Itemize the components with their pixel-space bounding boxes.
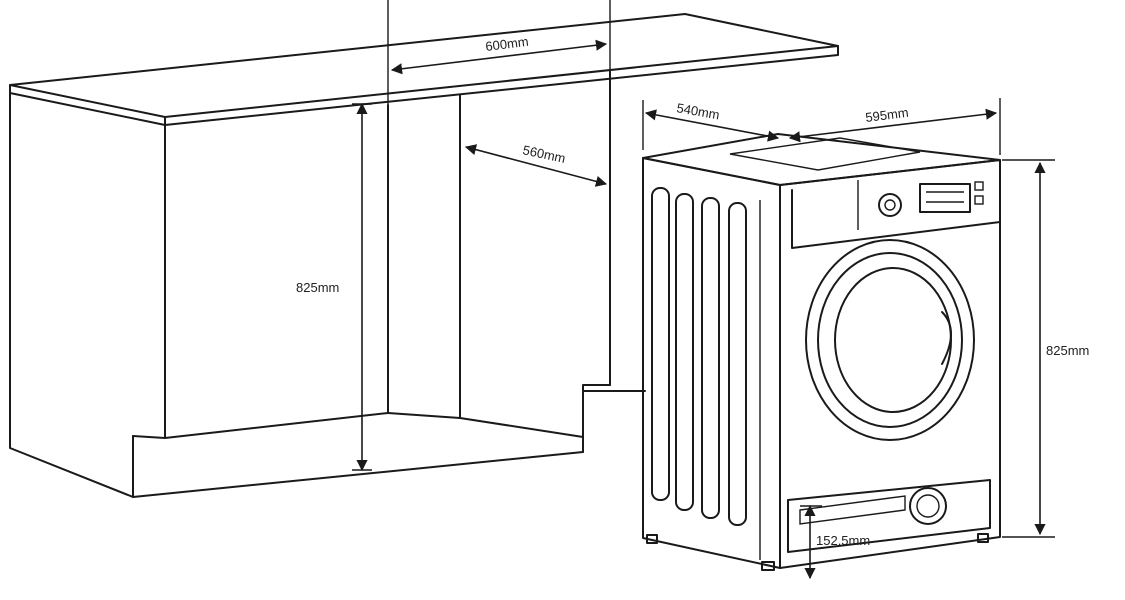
dim-label-cabinet-depth: 560mm (521, 142, 567, 166)
program-knob-icon (878, 193, 902, 217)
dim-line-machine-depth (644, 109, 780, 142)
door-outer-ring (805, 239, 975, 441)
display-panel (919, 183, 971, 213)
cavity-back (387, 94, 461, 419)
drain-pump-icon (909, 487, 947, 525)
dim-label-machine-height: 825mm (1046, 343, 1089, 358)
dim-label-cabinet-width: 600mm (485, 34, 530, 54)
side-rib (701, 197, 720, 519)
washing-machine (642, 133, 1001, 571)
cabinet-left-side (9, 92, 134, 498)
kitchen-cabinet (9, 0, 839, 498)
dim-label-cabinet-height: 825mm (296, 280, 339, 295)
service-panel (787, 479, 991, 553)
cabinet-door (164, 104, 389, 439)
door-glass (834, 267, 952, 413)
foot (977, 533, 989, 543)
dim-line-machine-width (788, 108, 998, 143)
dim-label-machine-depth: 540mm (675, 100, 720, 122)
foot (761, 561, 775, 571)
dim-label-foot-height: 152.5mm (816, 533, 870, 548)
foot (646, 534, 658, 544)
dimension-lines (352, 39, 1055, 580)
machine-top (642, 133, 1001, 186)
detergent-lid (729, 137, 921, 171)
machine-front (779, 159, 1001, 569)
dim-line-cabinet-width (390, 39, 608, 75)
side-rib (651, 187, 670, 501)
dim-line-cabinet-depth (464, 144, 608, 187)
dim-label-machine-width: 595mm (865, 105, 910, 125)
side-rib (675, 193, 694, 511)
door-inner-ring (817, 252, 963, 428)
side-rib (728, 202, 747, 526)
door-handle (941, 311, 952, 365)
kickboard (132, 435, 584, 498)
